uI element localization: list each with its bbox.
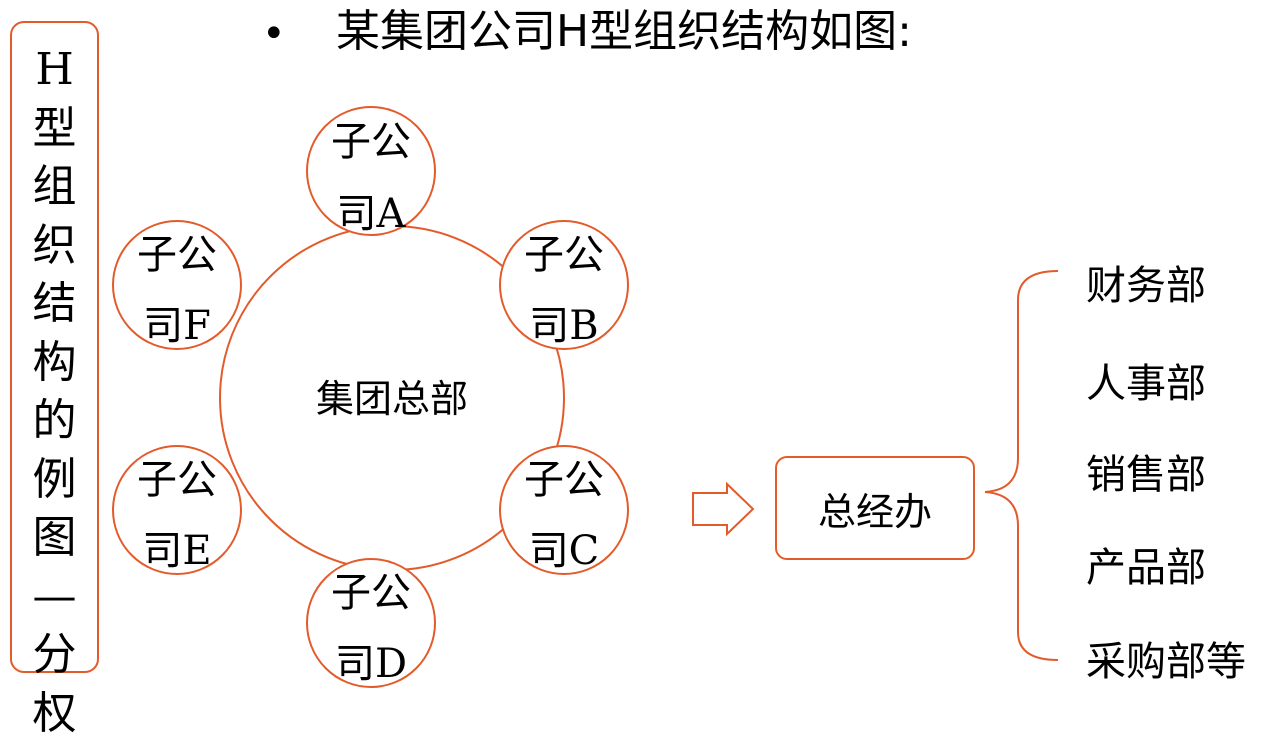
general-manager-label: 总经办 <box>818 481 932 536</box>
subsidiary-d-label-line1: 子公 <box>331 570 411 616</box>
subsidiary-e-label-line2: 司E <box>142 528 211 574</box>
department-item: 销售部 <box>1086 450 1206 500</box>
subsidiary-c-label-line2: 司C <box>529 528 600 574</box>
department-item: 采购部等 <box>1086 637 1246 687</box>
subsidiary-b-label-line1: 子公 <box>524 232 604 278</box>
subsidiary-e-label-line1: 子公 <box>137 457 217 503</box>
department-item: 财务部 <box>1086 261 1206 311</box>
department-item: 产品部 <box>1086 543 1206 593</box>
subsidiary-b-label-line2: 司B <box>529 303 598 349</box>
subsidiary-f-label-line1: 子公 <box>137 232 217 278</box>
hollow-right-arrow-icon <box>693 484 753 534</box>
department-brace <box>985 271 1058 660</box>
subsidiary-d-label-line2: 司D <box>335 641 407 687</box>
subsidiary-f-label-line2: 司F <box>143 303 211 349</box>
general-manager-box: 总经办 <box>775 456 975 560</box>
headquarters-label: 集团总部 <box>316 377 468 421</box>
subsidiary-a-label-line2: 司A <box>337 191 407 237</box>
department-item: 人事部 <box>1086 359 1206 409</box>
subsidiary-c-label-line1: 子公 <box>524 457 604 503</box>
subsidiary-a-label-line1: 子公 <box>331 119 411 165</box>
